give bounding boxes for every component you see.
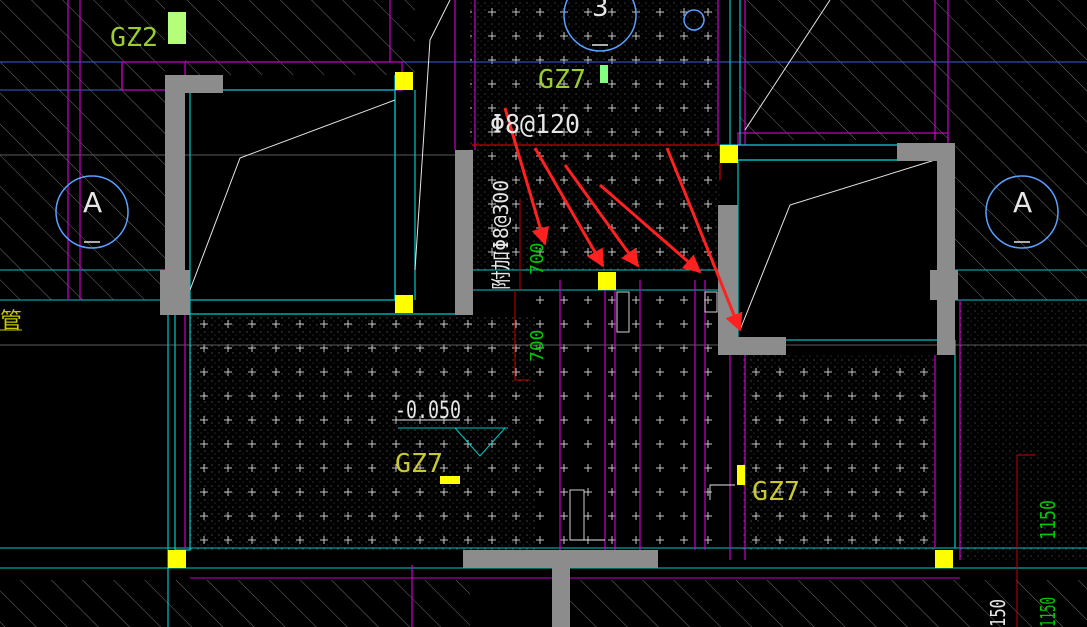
axis-bubble-left: [55, 175, 129, 249]
dimension-lines: [0, 200, 1035, 627]
side-char: 管: [0, 309, 22, 334]
dim-700-a: 700: [527, 242, 548, 275]
axis-bubbles: [55, 0, 1059, 249]
arrow-3: [563, 164, 640, 268]
floor-hatch: [190, 0, 1087, 560]
label-gz7-mid: GZ7: [395, 449, 443, 479]
wall-right-room-top: [897, 143, 955, 161]
axis-label-right: A: [1013, 186, 1032, 219]
wall-left-vertical: [165, 75, 185, 315]
axis-label-left: A: [83, 186, 102, 219]
column-gz2: [168, 12, 186, 44]
column-top-right: [720, 145, 738, 163]
walls: [160, 75, 958, 627]
column-gz7-mid: [440, 476, 460, 484]
wall-mid-vertical: [455, 150, 473, 315]
dim-1150-a: 1150: [1036, 500, 1060, 540]
dim-700-b: 700: [527, 329, 548, 362]
label-elevation: -0.050: [395, 396, 461, 424]
dim-150: 150: [986, 599, 1010, 627]
wall-left-foot: [160, 270, 190, 315]
columns: [168, 12, 953, 568]
label-gz2: GZ2: [110, 23, 158, 53]
wall-bottom-center: [463, 550, 658, 568]
cyan-outlines: [167, 0, 956, 627]
axis-bubble-right: [985, 175, 1059, 249]
axis-label-top: 3: [592, 0, 609, 23]
labels: GZ2 GZ7 GZ7 GZ7 Φ8@120 附加Φ8@300 -0.050 7…: [0, 0, 1060, 627]
column-left-bottom: [395, 295, 413, 313]
label-gz7-top: GZ7: [538, 65, 586, 95]
fixtures: [569, 291, 735, 541]
arrow-5: [665, 147, 743, 332]
axis-bubble-top: [563, 0, 637, 52]
column-gz7-right: [737, 465, 745, 485]
annotation-arrows: [503, 107, 743, 332]
arrow-1: [503, 107, 550, 246]
column-mid: [598, 272, 616, 290]
dim-1150-b: 1150: [1036, 597, 1060, 627]
label-gz7-right: GZ7: [752, 477, 800, 507]
column-bottom-right: [935, 550, 953, 568]
column-top-left: [395, 72, 413, 90]
label-rebar-side: 附加Φ8@300: [489, 180, 513, 290]
arrow-2: [533, 147, 605, 268]
column-gz7-top: [600, 65, 608, 83]
wall-right-room-right: [937, 145, 955, 355]
column-bottom-left: [168, 550, 186, 568]
wall-bottom-stem: [552, 565, 570, 627]
arrow-4: [599, 183, 702, 274]
wall-right-room-bottom: [718, 337, 786, 355]
slope-lines: [189, 0, 936, 331]
label-rebar-main: Φ8@120: [490, 110, 580, 140]
